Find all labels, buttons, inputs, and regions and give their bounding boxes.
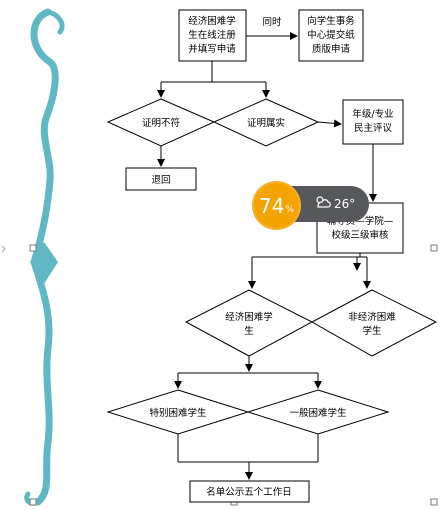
apply-line-3: 并填写申请 <box>188 43 236 55</box>
decorative-ornament <box>24 8 65 506</box>
ruler-marker <box>1 245 6 253</box>
system-monitor-widget[interactable]: 26° 74% <box>252 181 369 230</box>
non-econ-line-2: 学生 <box>362 325 382 337</box>
class-review-line-1: 年级/专业 <box>352 108 393 120</box>
percent-symbol: % <box>285 204 294 215</box>
handle-right[interactable] <box>430 244 438 252</box>
partly-cloudy-icon <box>316 196 331 208</box>
submit-paper-box[interactable] <box>298 9 364 62</box>
percent-value: 74 <box>258 193 285 218</box>
econ-line-1: 经济困难学 <box>225 311 273 323</box>
class-review-box[interactable] <box>342 99 404 145</box>
apply-line-1: 经济困难学 <box>188 15 236 27</box>
econ-line-2: 生 <box>244 325 254 337</box>
publicity-label: 名单公示五个工作日 <box>206 486 292 498</box>
submit-line-3: 质版申请 <box>312 43 351 55</box>
percent-circle[interactable]: 74% <box>252 181 301 230</box>
apply-line-2: 生在线注册 <box>188 29 236 41</box>
non-econ-hardship-diamond[interactable] <box>310 289 438 357</box>
temperature-label: 26° <box>334 197 356 211</box>
submit-line-1: 向学生事务 <box>307 15 355 27</box>
proof-mismatch-label: 证明不符 <box>142 117 180 129</box>
arrow-to-class-review <box>317 119 342 128</box>
three-level-line-2: 校级三级审核 <box>331 229 389 241</box>
submit-line-2: 中心提交纸 <box>307 29 355 41</box>
publicity-box[interactable] <box>189 480 310 503</box>
special-label: 特别困难学生 <box>149 407 207 419</box>
simultaneously-label: 同时 <box>262 16 282 28</box>
proof-true-diamond[interactable] <box>212 98 320 147</box>
general-label: 一般困难学生 <box>289 407 347 419</box>
selection-handles[interactable] <box>29 244 438 506</box>
proof-true-label: 证明属实 <box>247 117 285 129</box>
return-label: 退回 <box>151 175 170 186</box>
return-box[interactable] <box>125 167 197 191</box>
handle-left[interactable] <box>29 244 37 252</box>
handle-bottom-right[interactable] <box>430 498 438 506</box>
class-review-line-2: 民主评议 <box>354 122 393 134</box>
non-econ-line-1: 非经济困难 <box>348 311 396 323</box>
econ-hardship-diamond[interactable] <box>184 289 314 357</box>
handle-bottom-left[interactable] <box>29 498 37 506</box>
